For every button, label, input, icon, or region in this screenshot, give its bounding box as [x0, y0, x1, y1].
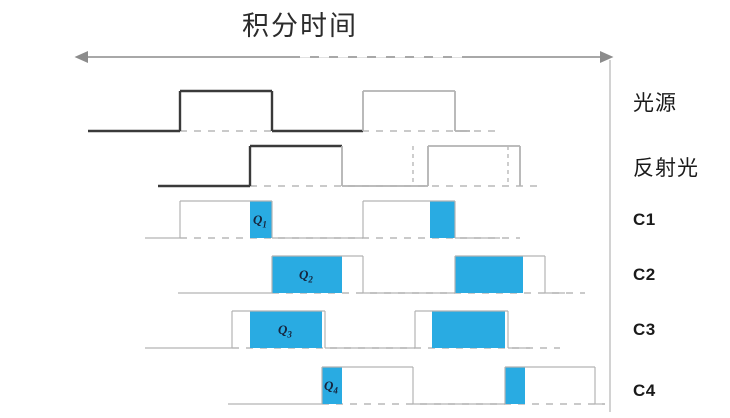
row-label-c2: C2 — [633, 265, 656, 284]
charge-label-q2: Q2 — [299, 266, 313, 285]
charge-label-q4: Q4 — [324, 377, 338, 396]
row-label-reflected-light: 反射光 — [633, 156, 699, 180]
waveform-row-c4 — [228, 366, 605, 405]
diagram-title: 积分时间 — [242, 11, 358, 41]
waveform-row-light-source — [88, 89, 495, 133]
charge-block-q3-repeat — [432, 311, 505, 348]
charge-label-q1: Q1 — [253, 211, 267, 230]
charge-block-q2 — [272, 256, 342, 293]
waveform-row-c2 — [178, 255, 585, 294]
row-label-c1: C1 — [633, 210, 656, 229]
waveform-row-c1 — [145, 200, 520, 239]
waveform-layer — [74, 51, 614, 412]
charge-block-q3 — [250, 311, 322, 348]
charge-block-q4-repeat — [505, 367, 525, 404]
row-label-light-source: 光源 — [633, 91, 677, 115]
charge-label-q3: Q3 — [278, 321, 292, 340]
charge-block-q2-repeat — [455, 256, 523, 293]
charge-block-q1-repeat — [430, 201, 455, 238]
charge-block-q4 — [322, 367, 342, 404]
waveform-row-c3 — [145, 310, 560, 349]
charge-block-q1 — [250, 201, 272, 238]
row-label-c3: C3 — [633, 320, 656, 339]
row-label-c4: C4 — [633, 381, 656, 400]
waveform-row-reflected-light — [158, 144, 540, 188]
